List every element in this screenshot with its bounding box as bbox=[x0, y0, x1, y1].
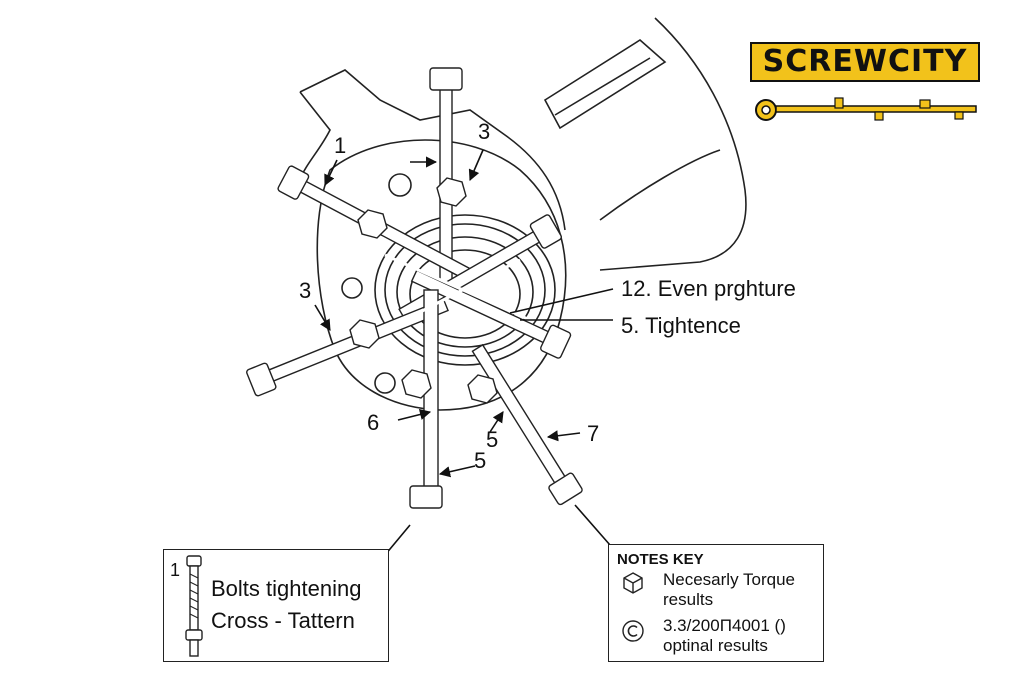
notes-item-2-line-1: 3.3/200Π4001 () bbox=[663, 616, 786, 635]
callout-arrows bbox=[314, 149, 614, 556]
callout-7: 7 bbox=[587, 421, 599, 446]
logo-key-ornament-icon bbox=[755, 97, 977, 121]
notes-item-2-line-2: optinal results bbox=[663, 636, 768, 655]
callout-5-bottom: 5 bbox=[474, 448, 486, 473]
callout-even-pressure: 12. Even prghture bbox=[621, 276, 796, 301]
callout-3-left: 3 bbox=[299, 278, 311, 303]
callout-5-mid: 5 bbox=[486, 427, 498, 452]
legend-line-2: Cross - Tattern bbox=[211, 608, 355, 633]
legend-number: 1 bbox=[170, 560, 181, 580]
bolts bbox=[246, 67, 583, 509]
legend-line-1: Bolts tightening bbox=[211, 576, 362, 601]
callout-3-top: 3 bbox=[478, 119, 490, 144]
notes-key-box: NOTES KEY Necesarly Torque results 3.3/2… bbox=[608, 544, 824, 662]
screwcity-logo: SCREWCITY bbox=[750, 42, 980, 82]
notes-title: NOTES KEY bbox=[617, 551, 704, 568]
callout-labels: 1 3 3 6 5 5 7 12. Even prghture 5. Tight… bbox=[299, 119, 796, 473]
copyright-icon bbox=[622, 620, 644, 642]
legend-box: 1 Bolts tightening Cross - Tattern bbox=[163, 549, 389, 662]
notes-item-1-line-1: Necesarly Torque bbox=[663, 570, 795, 589]
vehicle-body-outline bbox=[299, 17, 747, 271]
bolt-icon bbox=[185, 555, 203, 657]
callout-tighten: 5. Tightence bbox=[621, 313, 741, 338]
torque-cube-icon bbox=[623, 572, 643, 594]
callout-6: 6 bbox=[367, 410, 379, 435]
callout-1-top: 1 bbox=[334, 133, 346, 158]
logo-text: SCREWCITY bbox=[762, 44, 968, 79]
notes-item-1-line-2: results bbox=[663, 590, 714, 609]
